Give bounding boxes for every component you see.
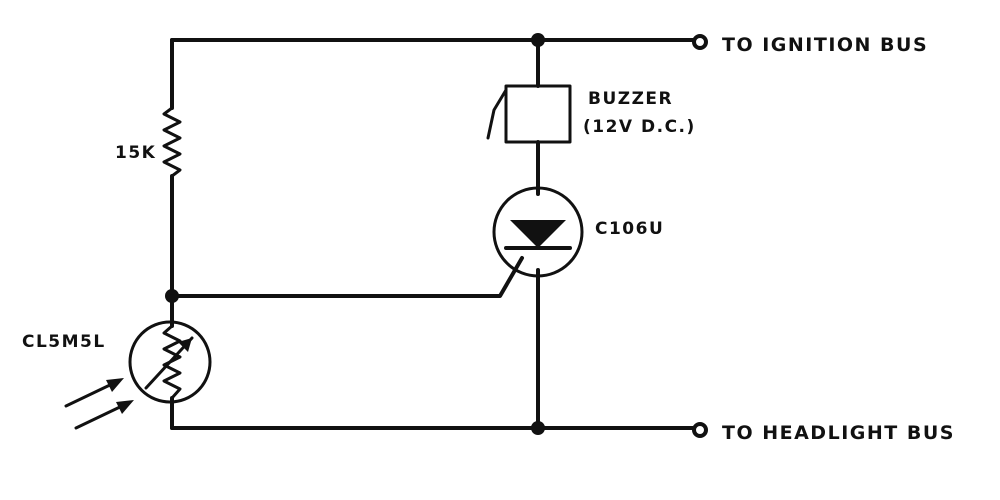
ignition-bus-label: TO IGNITION BUS [722,34,928,56]
scr-label: C106U [595,219,664,239]
buzzer-voltage-label: (12V D.C.) [583,117,696,137]
resistor-15k-symbol [162,106,182,178]
resistor-label: 15K [115,143,156,163]
scr-c106u-symbol [492,186,584,278]
gate-wire [170,256,524,298]
buzzer-symbol [486,84,572,144]
ignition-bus-terminal[interactable] [692,34,708,50]
bottom-junction-dot [531,421,545,435]
buzzer-label: BUZZER [588,89,673,109]
photocell-symbol [128,320,212,404]
headlight-bus-terminal[interactable] [692,422,708,438]
photocell-label: CL5M5L [22,332,106,352]
headlight-bus-label: TO HEADLIGHT BUS [722,422,955,444]
light-arrow-icon [64,378,134,430]
